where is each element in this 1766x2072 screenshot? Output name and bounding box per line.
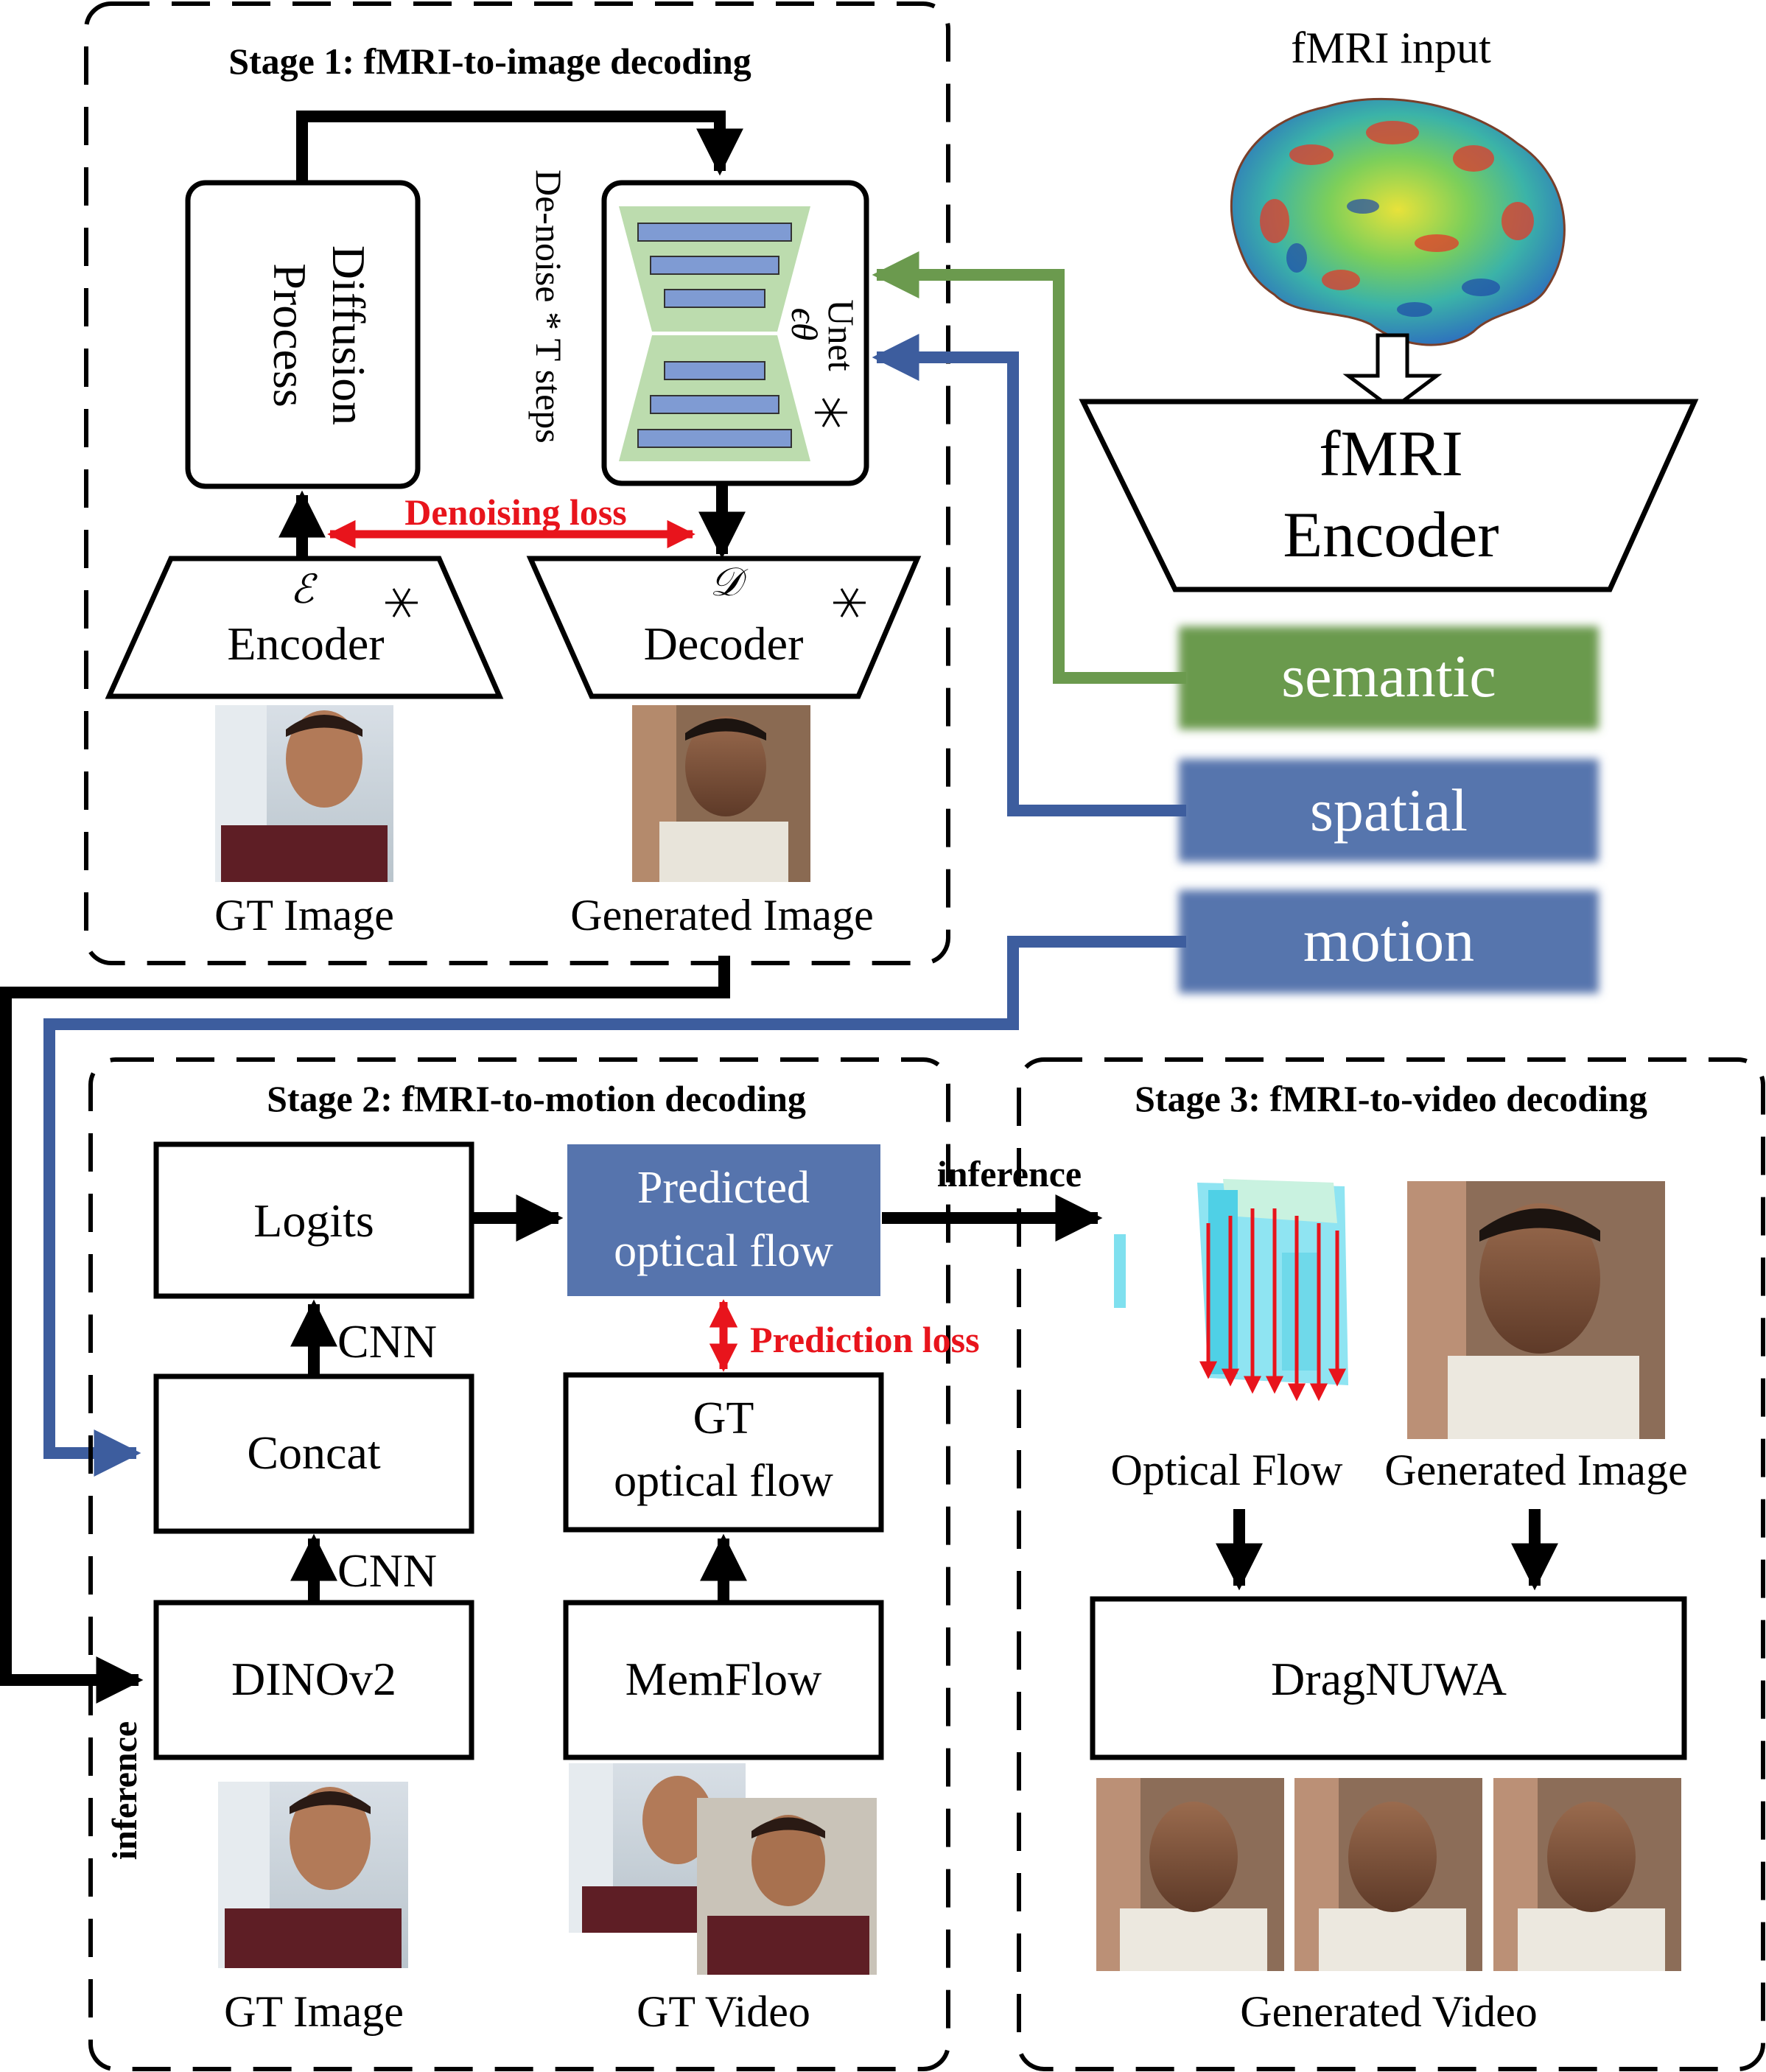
denoise-label: De-noise * T steps xyxy=(528,169,570,444)
motion-feature-label: motion xyxy=(1303,907,1474,974)
encoder-label: Encoder xyxy=(227,617,384,670)
generated-image-stage3 xyxy=(1407,1181,1665,1439)
brain-to-encoder-arrow xyxy=(1342,333,1443,412)
concat-box xyxy=(153,1373,474,1534)
inference-label-stage2: inference xyxy=(105,1721,144,1860)
spatial-to-unet-arrow xyxy=(872,334,1186,816)
semantic-feature-label: semantic xyxy=(1281,643,1496,710)
inference-to-dinov2-arrow xyxy=(0,956,730,1704)
gt-image-stage1 xyxy=(215,705,393,882)
memflow-label: MemFlow xyxy=(626,1653,822,1705)
generated-video-frames xyxy=(1096,1778,1681,1971)
stage1-panel: Stage 1: fMRI-to-image decoding Diffusio… xyxy=(84,1,950,965)
denoising-loss-label: Denoising loss xyxy=(404,491,626,533)
stage1-title: Stage 1: fMRI-to-image decoding xyxy=(228,41,751,82)
decoder-trapezoid xyxy=(526,556,922,699)
generated-image-caption-stage3: Generated Image xyxy=(1384,1446,1687,1494)
dragnuwa-box xyxy=(1090,1596,1687,1760)
stage2-panel: Stage 2: fMRI-to-motion decoding Logits … xyxy=(88,1057,980,2071)
snowflake-icon xyxy=(815,398,847,427)
unet-layer xyxy=(650,256,779,275)
fmri-encoder-line1: fMRI xyxy=(1319,419,1463,490)
gt-image-stage2 xyxy=(218,1782,408,1968)
logits-label: Logits xyxy=(253,1194,374,1247)
stage3-title: Stage 3: fMRI-to-video decoding xyxy=(1135,1078,1647,1119)
encoder-trapezoid xyxy=(105,556,504,699)
optical-flow-visual xyxy=(1114,1179,1348,1401)
optical-flow-caption: Optical Flow xyxy=(1111,1446,1344,1494)
predicted-flow-line1: Predicted xyxy=(637,1163,810,1213)
generated-image-caption-stage1: Generated Image xyxy=(570,891,873,939)
decoder-label: Decoder xyxy=(644,617,804,670)
logits-box xyxy=(153,1141,474,1299)
inference-label-stage3: inference xyxy=(937,1153,1082,1194)
spatial-feature-label: spatial xyxy=(1310,777,1468,844)
unet-layer xyxy=(650,395,779,414)
cnn-label-1: CNN xyxy=(337,1315,437,1368)
unet-layer xyxy=(637,429,792,448)
snowflake-icon xyxy=(833,588,866,617)
fmri-encoder-trapezoid xyxy=(1079,399,1699,592)
diffusion-to-unet-arrow xyxy=(296,111,743,183)
gt-flow-box xyxy=(563,1372,884,1533)
snowflake-icon xyxy=(385,588,418,617)
dragnuwa-label: DragNUWA xyxy=(1271,1653,1507,1705)
dinov2-box xyxy=(153,1600,474,1760)
brain-icon xyxy=(1230,97,1566,346)
motion-feature-box xyxy=(1179,890,1599,993)
unet-symbol: ϵθ xyxy=(784,308,825,341)
motion-to-concat-arrow xyxy=(43,936,1186,1477)
gt-video-frames xyxy=(569,1763,877,1975)
gt-image-caption-stage2: GT Image xyxy=(224,1987,404,2036)
gt-flow-line2: optical flow xyxy=(614,1456,833,1506)
generated-video-caption: Generated Video xyxy=(1240,1987,1537,2036)
cnn-label-2: CNN xyxy=(337,1544,437,1597)
fmri-section: fMRI input fMRI Encoder xyxy=(1079,24,1699,993)
gt-video-caption: GT Video xyxy=(637,1987,810,2036)
diffusion-label-line2: Process xyxy=(264,263,316,407)
encoder-symbol: ℰ xyxy=(290,567,318,612)
fmri-encoder-line2: Encoder xyxy=(1283,500,1499,571)
unet-layer xyxy=(664,361,765,380)
dinov2-label: DINOv2 xyxy=(231,1653,396,1705)
gt-image-caption-stage1: GT Image xyxy=(214,891,394,939)
spatial-feature-box xyxy=(1179,759,1599,862)
unet-layer xyxy=(637,223,792,242)
gt-flow-line1: GT xyxy=(693,1393,754,1443)
semantic-to-unet-arrow xyxy=(872,251,1186,684)
memflow-box xyxy=(563,1600,884,1760)
semantic-feature-box xyxy=(1179,626,1599,729)
unet-layer xyxy=(664,289,765,308)
predicted-flow-box xyxy=(567,1144,880,1296)
concat-label: Concat xyxy=(247,1427,381,1479)
stage2-title: Stage 2: fMRI-to-motion decoding xyxy=(267,1078,806,1119)
unet-label: Unet xyxy=(821,299,862,371)
generated-image-stage1 xyxy=(632,705,810,882)
diffusion-label-line1: Diffusion xyxy=(323,245,375,425)
predicted-flow-line2: optical flow xyxy=(614,1226,833,1276)
fmri-input-label: fMRI input xyxy=(1291,24,1491,72)
stage3-panel: Stage 3: fMRI-to-video decoding inferenc… xyxy=(882,1057,1765,2071)
prediction-loss-label: Prediction loss xyxy=(750,1319,980,1360)
